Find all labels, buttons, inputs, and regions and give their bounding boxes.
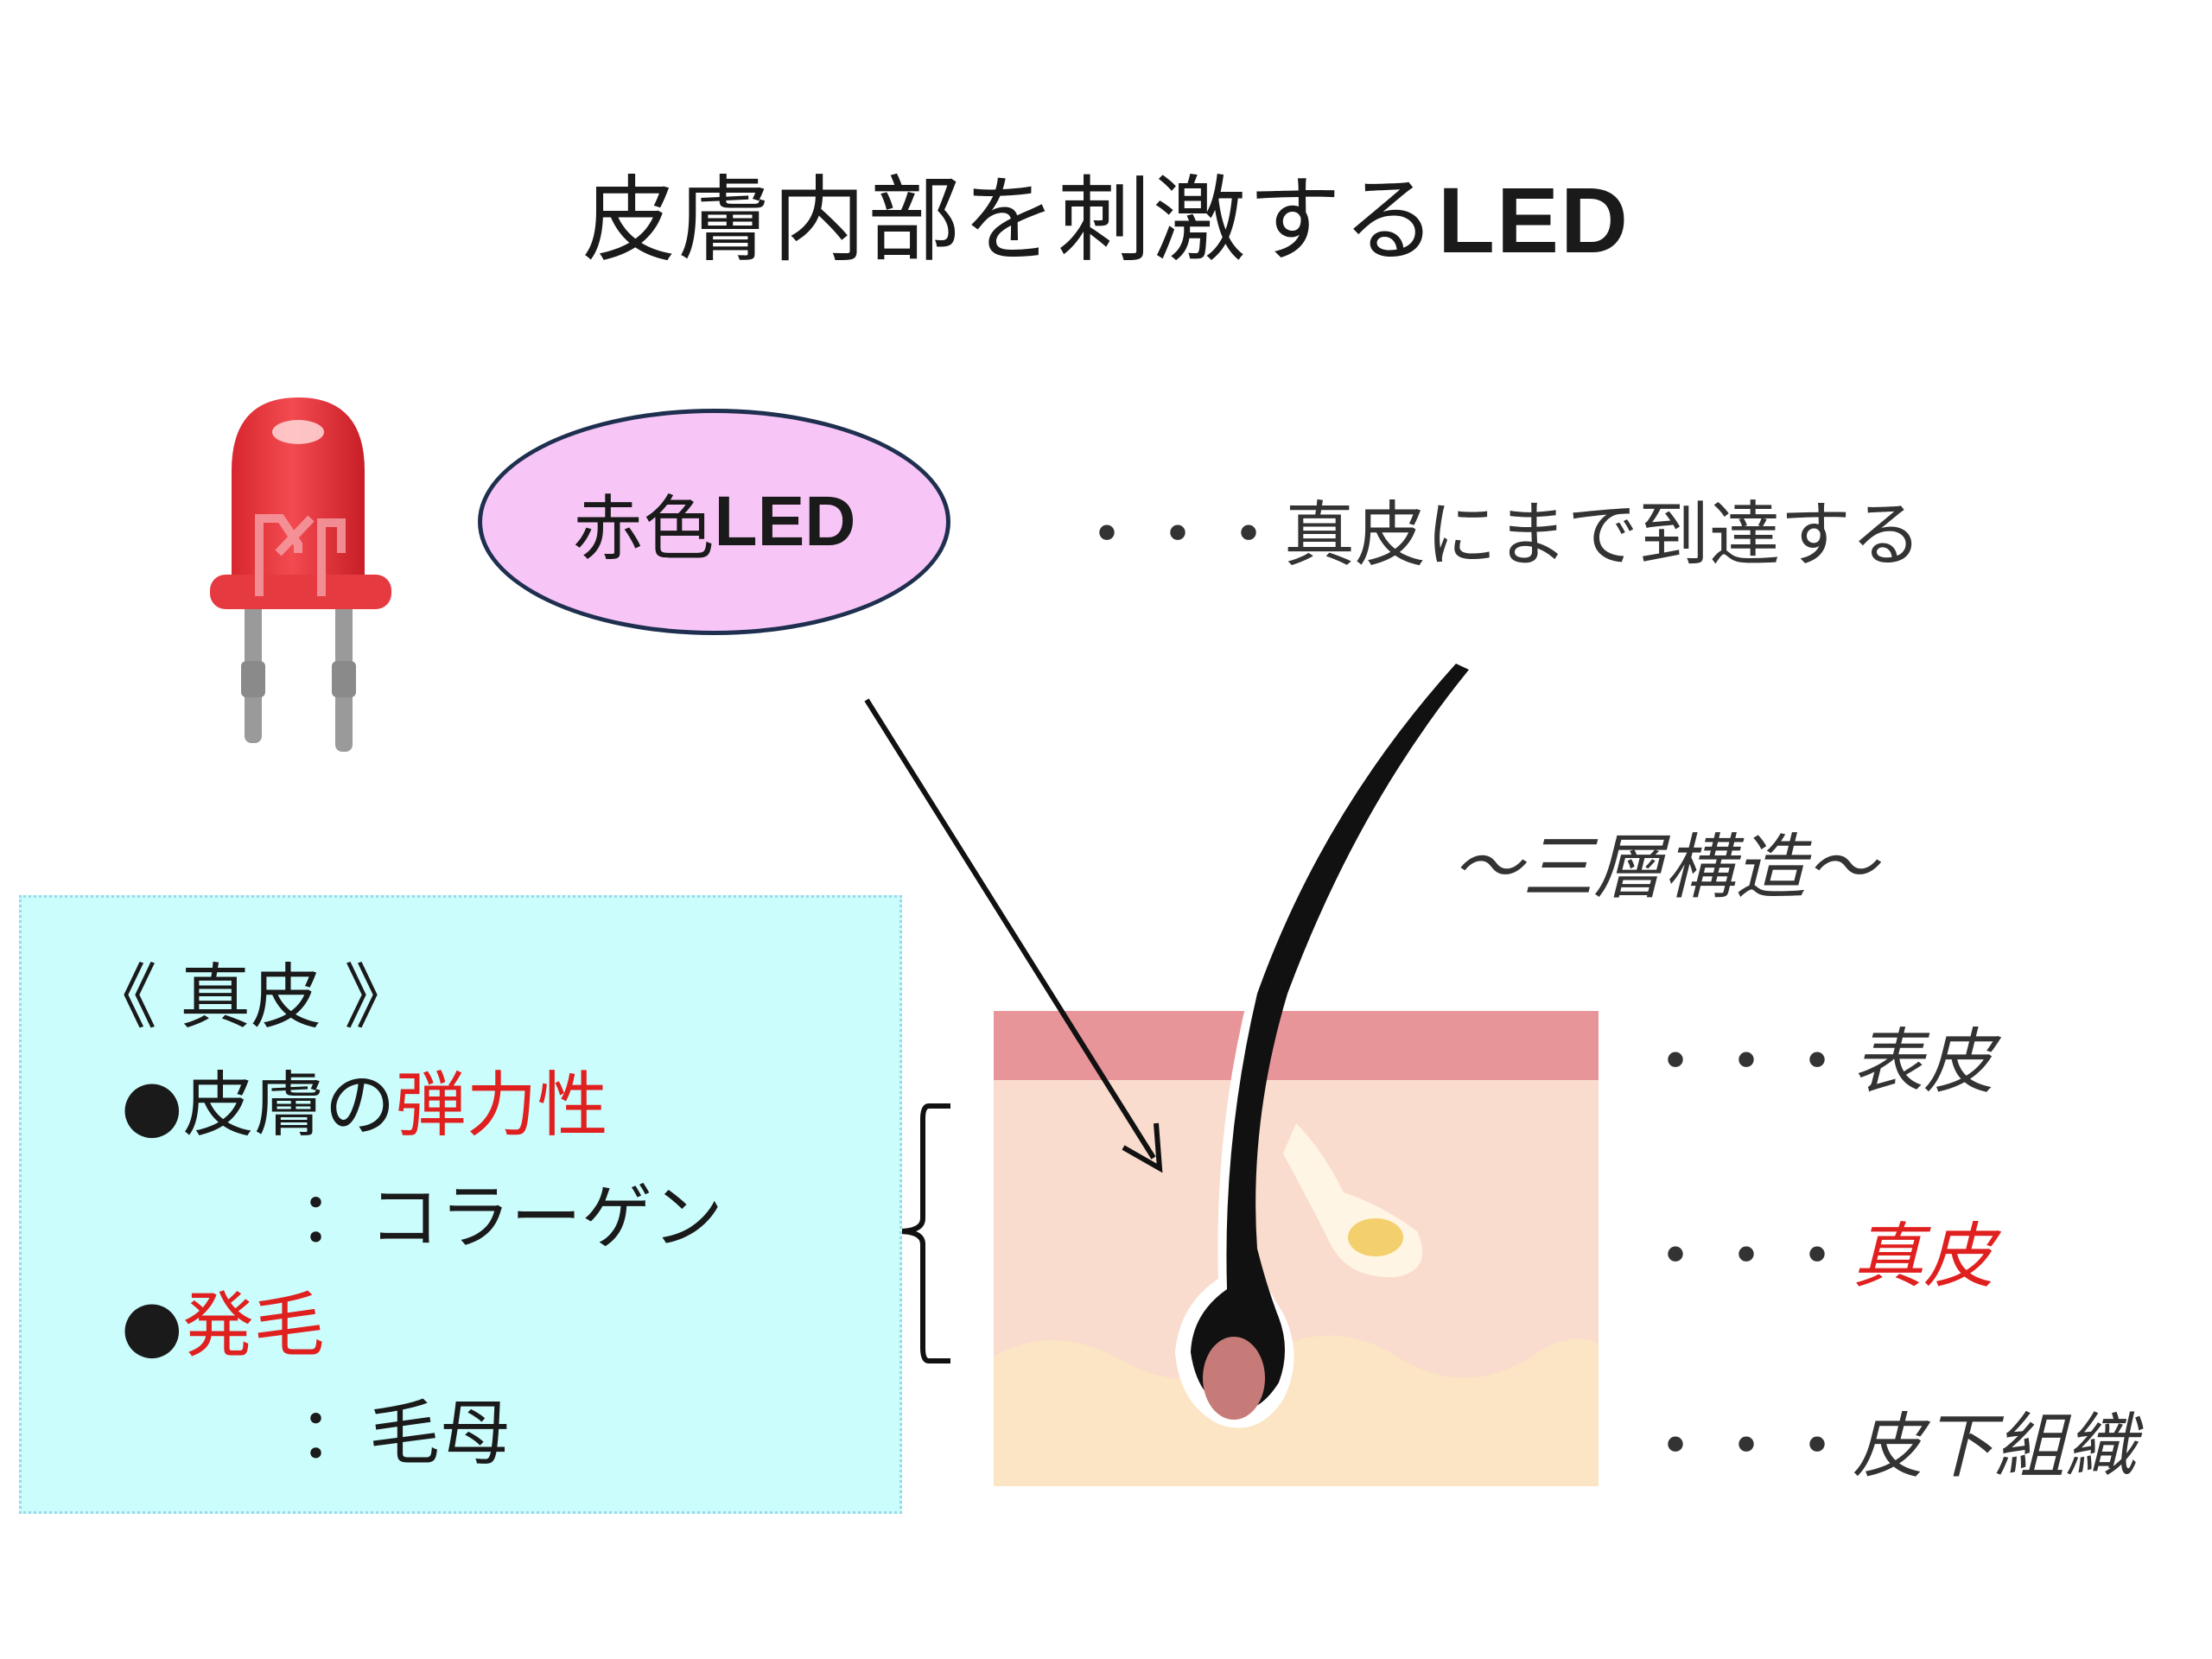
panel-item-elasticity-detail: ：コラーゲン — [298, 1177, 724, 1259]
curly-brace — [898, 1103, 950, 1363]
skin-cross-section — [994, 661, 1599, 1486]
panel-heading: 《 真皮 》 — [86, 957, 416, 1039]
title-text: 皮膚内部を刺激する — [582, 167, 1438, 275]
structure-label: 〜三層構造〜 — [1452, 827, 1877, 909]
layer-dots: ・・・ — [1640, 1406, 1853, 1488]
layer-dermis: ・・・真皮 — [1640, 1214, 1994, 1300]
title-led: LED — [1438, 168, 1630, 272]
red-led-icon — [210, 397, 391, 752]
panel-item-elasticity: ●皮膚の弾力性 — [121, 1063, 608, 1149]
bullet-icon: ● — [121, 1285, 183, 1367]
bullet-icon: ● — [121, 1065, 183, 1147]
item-highlight: 発毛 — [182, 1285, 325, 1367]
layer-name: 表皮 — [1853, 1021, 1995, 1103]
ellipse-text: 赤色 — [572, 487, 715, 570]
layer-name: 真皮 — [1853, 1216, 1995, 1298]
layer-dots: ・・・ — [1640, 1216, 1853, 1298]
layer-subcutis: ・・・皮下組織 — [1640, 1404, 2136, 1491]
panel-item-hair-detail: ：毛母 — [298, 1393, 512, 1475]
ellipse-led: LED — [714, 482, 856, 561]
layer-dots: ・・・ — [1640, 1021, 1853, 1103]
item-prefix: 皮膚の — [182, 1065, 396, 1147]
layer-name: 皮下組織 — [1853, 1406, 2137, 1488]
dermis-info-panel — [19, 895, 902, 1514]
reach-text: ・・・真皮にまで到達する — [1071, 494, 1923, 576]
item-highlight: 弾力性 — [395, 1065, 608, 1147]
layer-epidermis: ・・・表皮 — [1640, 1020, 1994, 1106]
arrow — [864, 698, 1163, 1173]
panel-item-hair: ●発毛 — [121, 1283, 325, 1370]
page-title: 皮膚内部を刺激するLED — [0, 164, 2212, 277]
